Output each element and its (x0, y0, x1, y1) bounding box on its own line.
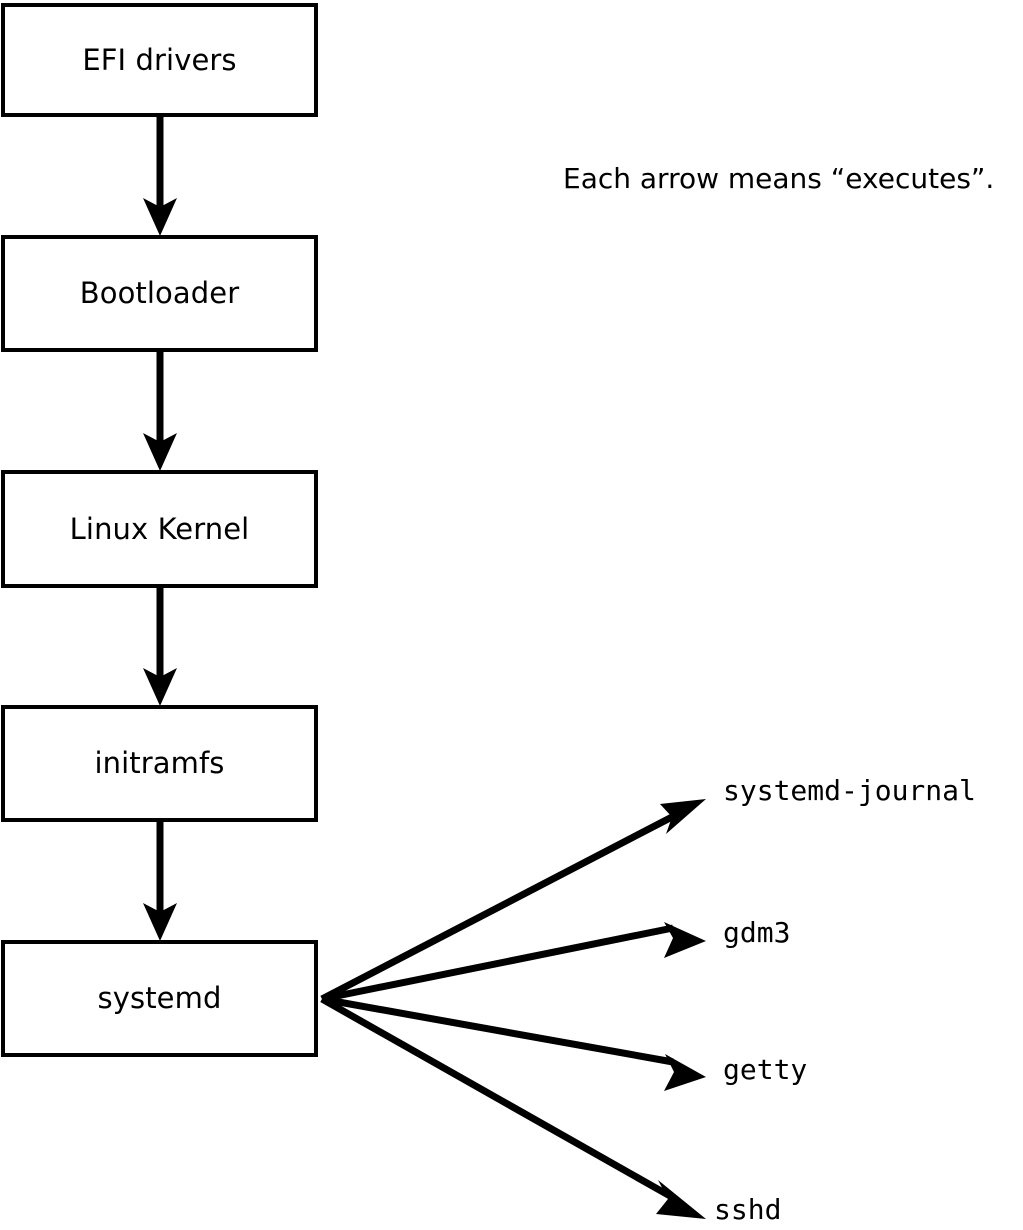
fanout-arrow-getty (321, 995, 706, 1091)
stage-box-label: initramfs (94, 746, 225, 780)
service-label-sshd[interactable]: sshd (714, 1193, 782, 1226)
fanout-arrow-gdm3 (321, 922, 706, 1003)
stage-box-efi-drivers[interactable]: EFI drivers (1, 3, 318, 117)
chain-arrow-bootloader-to-kernel (143, 352, 177, 471)
chain-arrow-kernel-to-initramfs (143, 588, 177, 706)
caption-each-arrow-means-executes: Each arrow means “executes”. (563, 162, 995, 195)
stage-box-label: EFI drivers (82, 42, 237, 77)
stage-box-linux-kernel[interactable]: Linux Kernel (1, 470, 318, 588)
stage-box-label: Bootloader (79, 276, 240, 310)
chain-arrow-efi-to-bootloader (143, 117, 177, 236)
service-label-gdm3[interactable]: gdm3 (723, 916, 791, 949)
stage-box-bootloader[interactable]: Bootloader (1, 235, 318, 352)
stage-box-label: systemd (97, 981, 222, 1015)
stage-box-systemd[interactable]: systemd (1, 940, 318, 1057)
chain-arrow-initramfs-to-systemd (143, 822, 177, 941)
stage-box-label: Linux Kernel (69, 511, 250, 546)
service-label-systemd-journal[interactable]: systemd-journal (723, 774, 976, 807)
fanout-arrow-sshd (320, 995, 706, 1219)
stage-box-initramfs[interactable]: initramfs (1, 705, 318, 822)
service-label-getty[interactable]: getty (723, 1053, 808, 1086)
fanout-arrow-systemd-journal (320, 799, 706, 1003)
